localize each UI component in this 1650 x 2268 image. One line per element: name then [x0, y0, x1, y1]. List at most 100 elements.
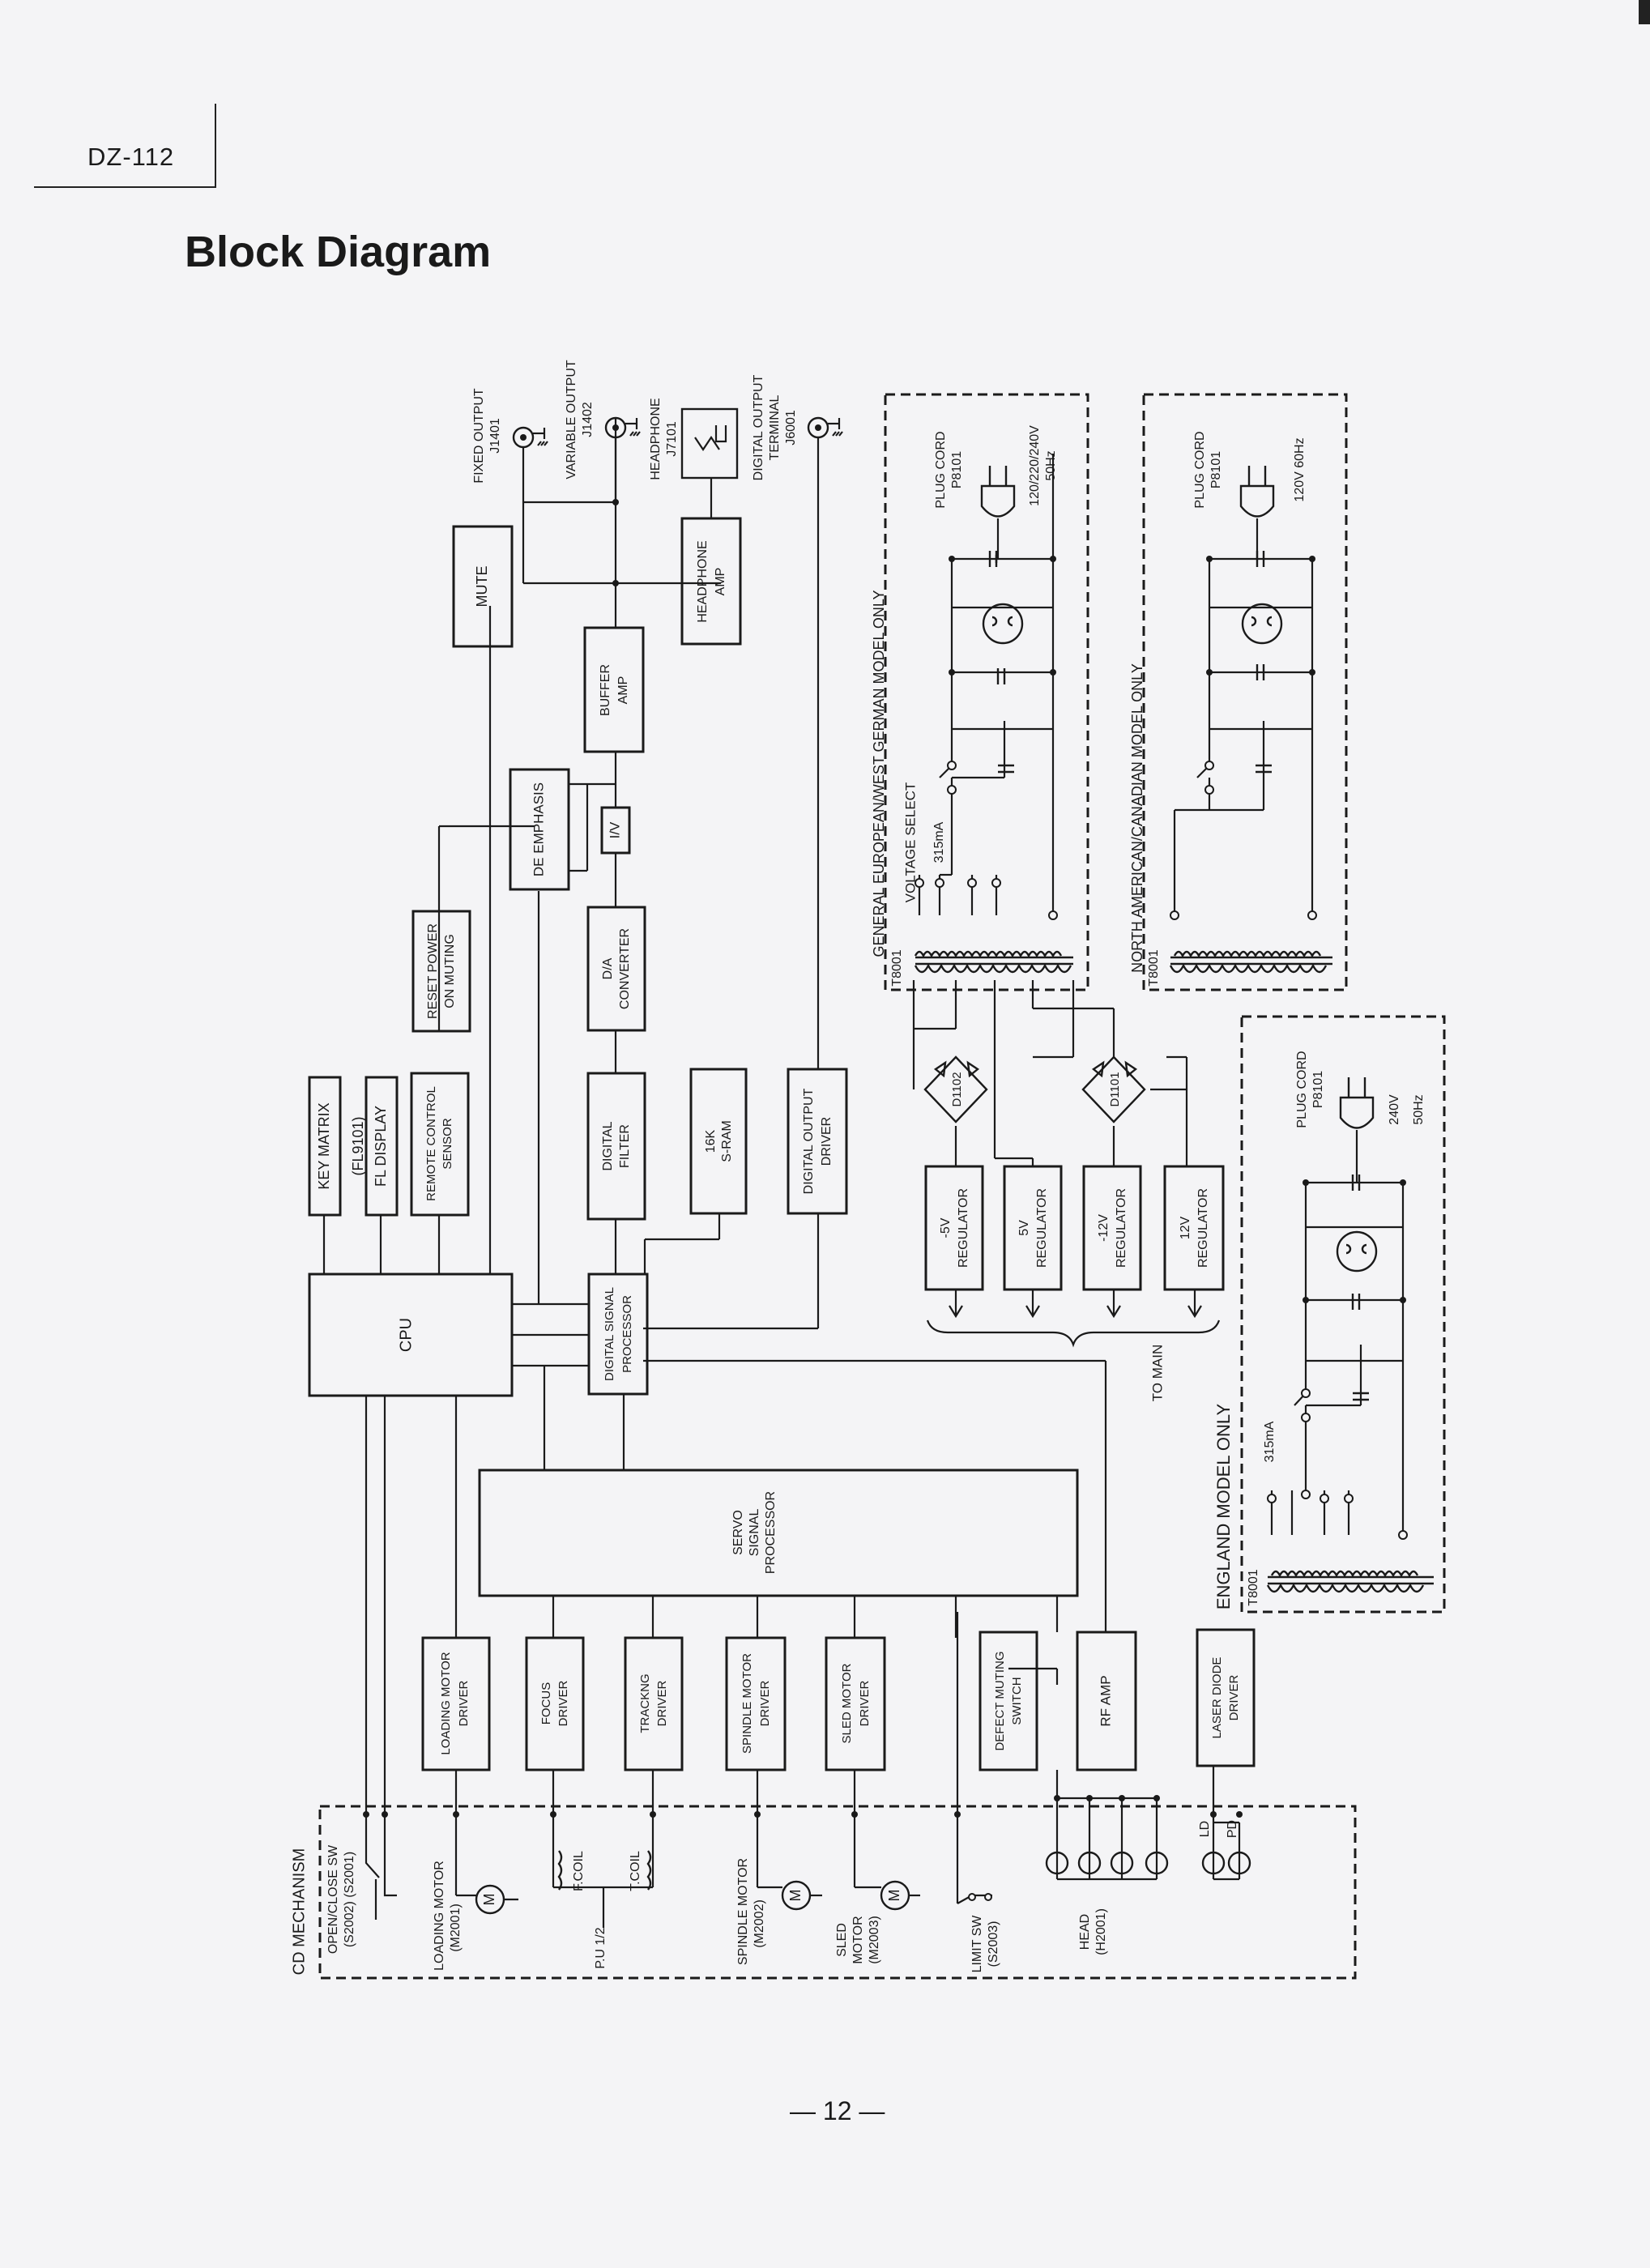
svg-text:HEAD: HEAD: [1078, 1914, 1092, 1950]
buffer-amp-block: [583, 626, 645, 753]
digital-filter-label: DIGITAL: [601, 1121, 615, 1170]
regulator-label: 5V: [1017, 1220, 1031, 1236]
da-converter-label: D/A: [601, 957, 615, 979]
eu-plug: PLUG CORD P8101 120/220/240V 50Hz: [934, 425, 1058, 559]
rf-amp-block: [1076, 1631, 1137, 1771]
na-transformer: [1169, 950, 1332, 974]
bridge-rectifier-d1102: D1102: [923, 1055, 988, 1123]
regulator-5v-block: [1003, 1165, 1063, 1291]
spindle-motor-driver-label: SPINDLE MOTOR: [740, 1653, 754, 1754]
na-model-title: NORTH AMERICAN/CANADIAN MODEL ONLY: [1129, 663, 1145, 973]
loading-motor-driver-label: LOADING MOTOR: [439, 1652, 453, 1754]
sram-label: 16K: [704, 1129, 718, 1153]
servo-label: SERVO: [731, 1510, 745, 1555]
svg-text:(H2001): (H2001): [1094, 1908, 1108, 1955]
digital-output-label: TERMINAL: [768, 394, 782, 460]
header-rule: [215, 104, 216, 188]
focus-driver-block: [525, 1636, 585, 1771]
eu-transformer: [914, 950, 1073, 974]
svg-text:SPINDLE MOTOR: SPINDLE MOTOR: [736, 1858, 750, 1965]
spindle-motor-driver-block: [725, 1636, 787, 1771]
fl-display-block: [365, 1076, 399, 1217]
svg-text:PD: PD: [1226, 1820, 1239, 1838]
na-primary-wiring: [1170, 551, 1317, 920]
key-matrix-label: KEY MATRIX: [316, 1102, 332, 1189]
laser-diode-driver-label: LASER DIODE: [1210, 1657, 1224, 1739]
eu-primary-wiring: [915, 454, 1058, 920]
reset-power-label: ON MUTING: [443, 934, 457, 1008]
servo-label: SIGNAL: [748, 1509, 761, 1557]
header-rule: [34, 186, 216, 188]
regulator-label: REGULATOR: [1035, 1188, 1049, 1268]
defect-muting-label: SWITCH: [1010, 1677, 1024, 1724]
fixed-output-jack: FIXED OUTPUT J1401: [472, 388, 548, 502]
page-number: — 12 —: [790, 2096, 885, 2125]
regulator-12v-block: [1163, 1165, 1225, 1291]
svg-text:50Hz: 50Hz: [1412, 1094, 1426, 1124]
spindle-motor: M SPINDLE MOTOR (M2002): [736, 1858, 822, 1965]
sram-label: S-RAM: [720, 1120, 734, 1162]
focus-driver-label: DRIVER: [556, 1681, 570, 1727]
remote-sensor-block: [410, 1072, 470, 1217]
svg-text:120V 60Hz: 120V 60Hz: [1293, 437, 1307, 501]
cd-mechanism-title: CD MECHANISM: [290, 1848, 308, 1976]
variable-output-label: VARIABLE OUTPUT: [565, 360, 578, 480]
reset-power-label: RESET POWER: [426, 923, 440, 1019]
open-close-switch: OPEN/CLOSE SW (S2002) (S2001): [326, 1814, 397, 1954]
transformer-ref: T8001: [1247, 1569, 1260, 1605]
fl-display-label: FL DISPLAY: [373, 1106, 389, 1187]
regulator-minus5v-block: [924, 1165, 984, 1291]
digital-filter-block: [586, 1072, 646, 1221]
sled-motor-driver-label: DRIVER: [858, 1681, 872, 1727]
defect-muting-switch-block: [978, 1631, 1038, 1771]
svg-text:PLUG CORD: PLUG CORD: [934, 431, 948, 508]
laser-diode-driver-label: DRIVER: [1227, 1675, 1241, 1721]
digital-output-label: DIGITAL OUTPUT: [752, 374, 765, 480]
motor-symbol: M: [481, 1894, 497, 1906]
svg-text:(S2003): (S2003): [987, 1921, 1000, 1967]
cd-mechanism-boundary: [318, 1805, 1357, 1980]
limit-switch: LIMIT SW (S2003): [957, 1893, 1000, 1972]
svg-text:(M2003): (M2003): [868, 1916, 881, 1964]
headphone-amp-label: AMP: [714, 568, 727, 596]
dsp-label: DIGITAL SIGNAL: [603, 1287, 616, 1381]
servo-processor-block: [478, 1469, 1079, 1597]
svg-text:T.COIL: T.COIL: [629, 1851, 642, 1891]
headphone-amp-label: HEADPHONE: [696, 540, 710, 622]
svg-text:PLUG CORD: PLUG CORD: [1193, 431, 1207, 508]
svg-text:(M2001): (M2001): [449, 1904, 463, 1952]
fixed-output-ref: J1401: [488, 418, 502, 454]
svg-text:P8101: P8101: [1311, 1071, 1325, 1108]
regulator-label: -5V: [939, 1217, 953, 1238]
fuse-label: 315mA: [932, 821, 946, 863]
transformer-ref: T8001: [1147, 949, 1161, 986]
digital-output-ref: J6001: [784, 410, 798, 446]
buffer-amp-label: AMP: [616, 676, 630, 705]
svg-text:240V: 240V: [1388, 1094, 1401, 1125]
uk-plug: PLUG CORD P8101 240V 50Hz: [1295, 1051, 1426, 1183]
motor-symbol: M: [886, 1890, 902, 1902]
voltage-select-label: VOLTAGE SELECT: [902, 782, 918, 903]
uk-primary-wiring: [1267, 1174, 1408, 1540]
laser-diode-photodiode: LD PD: [1198, 1820, 1251, 1875]
variable-output-ref: J1402: [581, 402, 595, 437]
cpu-block: [308, 1273, 514, 1397]
uk-transformer: [1266, 1570, 1434, 1593]
svg-text:P.U 1/2: P.U 1/2: [594, 1927, 608, 1968]
fuse-label: 315mA: [1263, 1421, 1277, 1462]
junction-dots: [363, 499, 1243, 1818]
regulator-label: 12V: [1179, 1216, 1192, 1239]
sram-block: [689, 1068, 748, 1215]
svg-text:(S2002) (S2001): (S2002) (S2001): [343, 1852, 356, 1947]
regulator-label: REGULATOR: [1196, 1188, 1210, 1268]
mute-label: MUTE: [474, 566, 490, 608]
svg-text:120/220/240V: 120/220/240V: [1028, 425, 1042, 506]
loading-motor-driver-block: [421, 1636, 491, 1771]
dsp-block: [587, 1273, 649, 1396]
na-power-boundary: [1142, 393, 1348, 991]
svg-text:OPEN/CLOSE SW: OPEN/CLOSE SW: [326, 1844, 340, 1954]
iv-label: I/V: [607, 821, 622, 838]
uk-model-title: ENGLAND MODEL ONLY: [1213, 1404, 1234, 1610]
de-emphasis-label: DE EMPHASIS: [531, 782, 546, 876]
